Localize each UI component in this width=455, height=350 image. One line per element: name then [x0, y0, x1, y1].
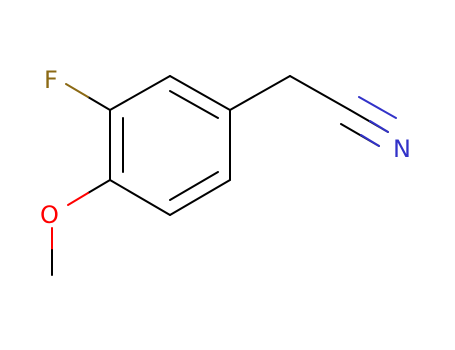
- fluoro-substituent: [65, 83, 111, 111]
- bond-ring-f-black: [87, 96, 111, 111]
- bond-ch2-cn-carbon: [289, 75, 351, 111]
- bond-ring-o-red: [67, 192, 89, 206]
- triple-bond-line-2-n: [360, 134, 380, 147]
- ring-bond-c5-c6: [169, 179, 231, 216]
- bond-ring-o-black: [87, 179, 111, 194]
- triple-bond-line-3: [358, 96, 397, 119]
- ring-bond-c4-c5: [109, 179, 171, 216]
- methoxy-substituent: [51, 179, 111, 276]
- ring-bond-c2-c3: [109, 75, 171, 111]
- ring-double-bond-inner-top: [169, 90, 219, 119]
- triple-bond-line-1-n: [369, 120, 389, 133]
- atom-label-oxygen: O: [40, 201, 59, 229]
- cyanomethyl-group: [229, 75, 397, 147]
- ring-double-bond-inner-bottom: [169, 171, 219, 201]
- atom-label-nitrogen: N: [393, 135, 411, 163]
- ring-bond-c1-c2: [169, 75, 231, 111]
- atom-label-fluorine: F: [44, 66, 58, 94]
- bond-ring-f-colored: [65, 83, 89, 98]
- bond-ring-ch2: [229, 75, 291, 111]
- benzene-ring: [109, 75, 231, 216]
